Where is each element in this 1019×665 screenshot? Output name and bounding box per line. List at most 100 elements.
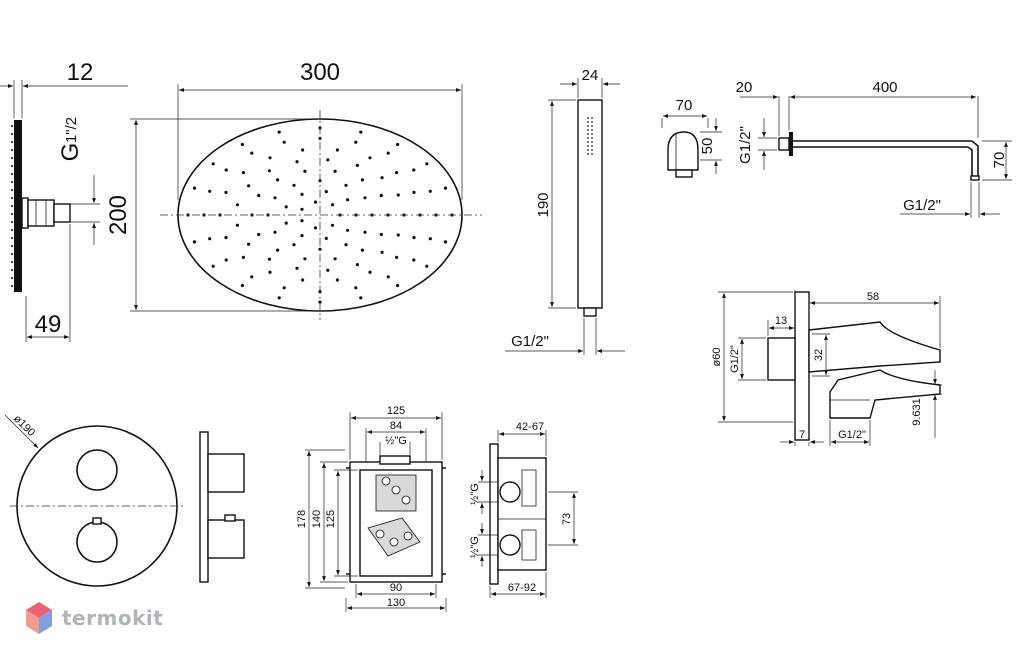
nozzle-dot	[396, 233, 400, 237]
nozzle-dot	[386, 151, 390, 155]
nozzle-dot	[241, 255, 245, 259]
nozzle-dot	[224, 168, 228, 172]
side-nozzle-dot	[11, 165, 13, 167]
dim-head-width: 300	[300, 59, 340, 86]
nozzle-dot	[282, 140, 286, 144]
nozzle-dot	[241, 171, 245, 175]
nozzle-dot	[396, 283, 400, 288]
nozzle-dot	[380, 176, 384, 180]
nozzle-dot	[425, 264, 429, 268]
side-nozzle-dot	[11, 245, 13, 247]
nozzle-dot	[277, 130, 281, 134]
side-nozzle-dot	[11, 285, 13, 287]
dim-holder-length: 58	[867, 291, 879, 303]
dim-box-width-inner: 84	[390, 420, 402, 432]
dim-hand-thread: G1/2"	[511, 333, 549, 350]
nozzle-dot	[192, 186, 197, 190]
nozzle-dot	[282, 286, 286, 290]
dim-arm-drop: 70	[991, 152, 1008, 169]
wall-outlet: 70 50	[661, 97, 722, 178]
nozzle-dot	[300, 192, 304, 196]
nozzle-dot	[396, 193, 400, 197]
wall-holder: 58 13 32 ø60 G1/2" 7 G1/2"	[711, 290, 942, 446]
hand-nozzle-dot	[591, 129, 593, 131]
mounting-box-front: 125 84 ½"G 178 140 125 90 130	[296, 405, 447, 612]
side-nozzle-dot	[11, 125, 13, 127]
nozzle-dot	[267, 257, 271, 261]
dim-box-height-mid: 140	[311, 510, 323, 528]
nozzle-dot	[359, 130, 363, 134]
nozzle-dot	[277, 296, 281, 300]
nozzle-dot	[300, 207, 304, 211]
nozzle-dot	[276, 248, 280, 252]
hand-nozzle-dot	[587, 121, 589, 123]
nozzle-dot	[330, 223, 335, 227]
dim-outlet-width: 70	[676, 97, 693, 114]
side-nozzle-dot	[11, 237, 13, 239]
nozzle-dot	[330, 203, 335, 207]
nozzle-dot	[386, 275, 390, 279]
nozzle-dot	[284, 205, 288, 209]
side-nozzle-dot	[11, 173, 13, 175]
nozzle-dot	[412, 236, 416, 240]
dim-box-width-outer: 125	[387, 405, 405, 417]
side-nozzle-dot	[11, 253, 13, 255]
nozzle-dot	[208, 189, 212, 193]
nozzle-dot	[292, 183, 296, 187]
hand-nozzle-dot	[591, 125, 593, 127]
nozzle-dot	[247, 242, 251, 246]
nozzle-dot	[368, 270, 372, 274]
hand-nozzle-dot	[587, 129, 589, 131]
shower-head-front-view: 300 200	[105, 59, 482, 320]
dim-arm-thread: G1/2"	[903, 197, 941, 214]
nozzle-dot	[346, 228, 350, 232]
nozzle-dot	[284, 221, 288, 225]
nozzle-dot	[428, 237, 432, 241]
hand-nozzle-dot	[587, 125, 589, 127]
hand-nozzle-dot	[591, 133, 593, 135]
box-bolt	[381, 476, 391, 486]
dim-box-port-spacing: 73	[561, 513, 573, 525]
dim-box-height-inner: 125	[325, 510, 337, 528]
dim-box-thread-lower: ½"G	[469, 536, 481, 558]
nozzle-dot	[395, 171, 399, 175]
nozzle-dot	[273, 196, 277, 200]
nozzle-dot	[360, 178, 364, 182]
dim-head-height: 200	[105, 195, 132, 235]
nozzle-dot	[324, 190, 328, 194]
hand-nozzle-dot	[591, 153, 593, 155]
nozzle-dot	[301, 278, 305, 282]
nozzle-dot	[425, 162, 429, 166]
side-nozzle-dot	[11, 213, 13, 215]
nozzle-dot	[300, 234, 304, 238]
nozzle-dot	[363, 196, 367, 200]
dim-box-thread-top: ½"G	[385, 435, 407, 447]
dim-box-depth-bottom: 67-92	[508, 582, 536, 594]
nozzle-dot	[235, 203, 239, 207]
box-bolt	[391, 485, 401, 495]
nozzle-dot	[211, 264, 215, 268]
nozzle-dot	[380, 250, 384, 254]
nozzle-dot	[313, 200, 318, 204]
side-nozzle-dot	[11, 181, 13, 183]
hand-nozzle-dot	[591, 117, 593, 119]
nozzle-dot	[257, 193, 261, 198]
nozzle-dot	[395, 255, 399, 259]
hand-nozzle-dot	[587, 133, 589, 135]
mounting-box-side: 42-67 ½"G ½"G 73 67-92	[469, 421, 578, 598]
nozzle-dot	[211, 162, 215, 166]
nozzle-dot	[355, 163, 359, 167]
termokit-logo-icon	[26, 602, 52, 634]
box-bolt	[403, 531, 413, 541]
dim-box-height-outer: 178	[296, 510, 308, 528]
nozzle-dot	[412, 168, 416, 172]
nozzle-dot	[257, 232, 261, 237]
hand-nozzle-dot	[587, 153, 589, 155]
side-nozzle-dot	[11, 269, 13, 271]
nozzle-dot	[240, 142, 244, 147]
hand-nozzle-dot	[587, 137, 589, 139]
box-bolt	[389, 537, 399, 547]
dim-holder-flange: 7	[799, 429, 805, 441]
side-nozzle-dot	[11, 133, 13, 135]
